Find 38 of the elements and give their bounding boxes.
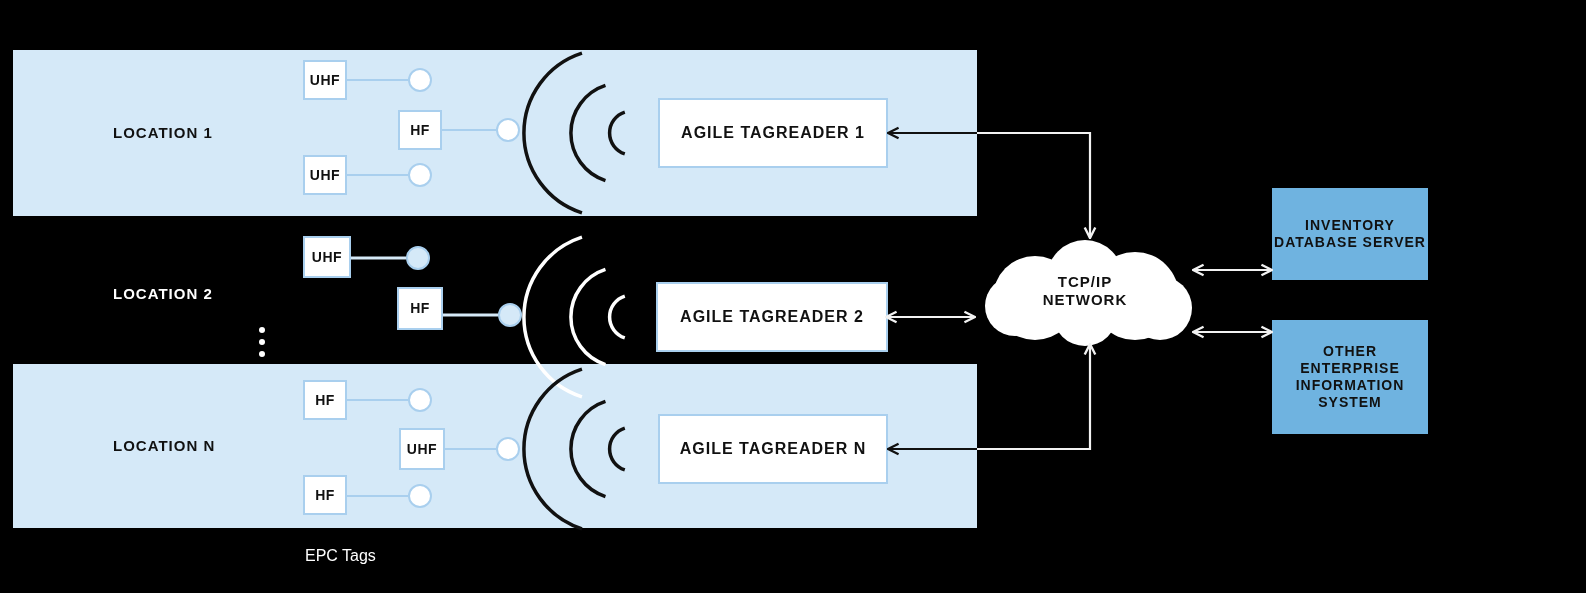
arrow xyxy=(1191,325,1274,339)
reader-box xyxy=(658,98,888,168)
tag-box xyxy=(303,380,347,420)
reader-box xyxy=(658,414,888,484)
node-label: HF xyxy=(315,391,335,409)
node-label: OTHER ENTERPRISE INFORMATION SYSTEM xyxy=(1294,343,1406,411)
node-label: AGILE TAGREADER 2 xyxy=(680,307,864,327)
arrow xyxy=(1191,263,1274,277)
node-label: AGILE TAGREADER 1 xyxy=(681,123,865,143)
location-band xyxy=(13,50,977,216)
tag-box xyxy=(303,60,347,100)
tag-box xyxy=(303,236,351,278)
location-label: LOCATION N xyxy=(113,436,216,456)
location-band xyxy=(13,364,977,528)
arrow xyxy=(886,342,1097,456)
node-label: INVENTORY DATABASE SERVER xyxy=(1273,217,1427,251)
location-label: LOCATION 1 xyxy=(113,123,213,143)
node-label: AGILE TAGREADER N xyxy=(679,439,867,459)
node-label: HF xyxy=(410,300,430,317)
reader-box xyxy=(656,282,888,352)
arrow xyxy=(886,126,1097,240)
node-label: TCP/IP NETWORK xyxy=(1041,273,1129,309)
tag-box xyxy=(303,475,347,515)
node-label: UHF xyxy=(311,248,343,266)
arrow xyxy=(884,310,977,324)
caption-label: EPC Tags xyxy=(305,547,376,565)
node-label: UHF xyxy=(406,440,438,458)
location-label: LOCATION 2 xyxy=(113,285,213,302)
node-label: UHF xyxy=(309,166,341,184)
node-label: UHF xyxy=(309,71,341,89)
tag-box xyxy=(399,428,445,470)
system-box xyxy=(1272,320,1428,434)
node-label: HF xyxy=(410,121,430,139)
tag-box xyxy=(398,110,442,150)
tag-box xyxy=(303,155,347,195)
tag-box xyxy=(397,287,443,330)
server-box xyxy=(1272,188,1428,280)
node-label: HF xyxy=(315,486,335,504)
